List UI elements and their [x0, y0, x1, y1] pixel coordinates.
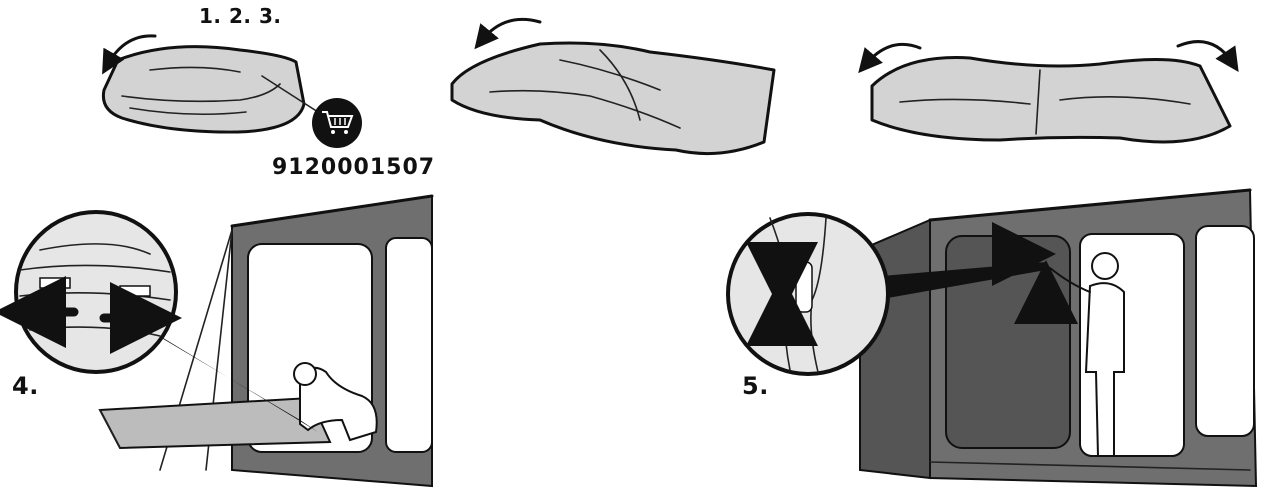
fold-step-1-illustration: [101, 34, 319, 134]
step-5-label: 5.: [742, 372, 769, 400]
tent-step-4-illustration: [0, 194, 434, 488]
fold-step-3-illustration: [858, 40, 1239, 144]
fold-step-2-illustration: [450, 17, 776, 156]
tent-step-5-illustration: [726, 188, 1258, 488]
fold-steps-label: 1. 2. 3.: [199, 4, 282, 28]
shopping-cart-icon: [312, 98, 362, 148]
part-number: 9120001507: [272, 155, 436, 180]
step-4-label: 4.: [12, 372, 39, 400]
